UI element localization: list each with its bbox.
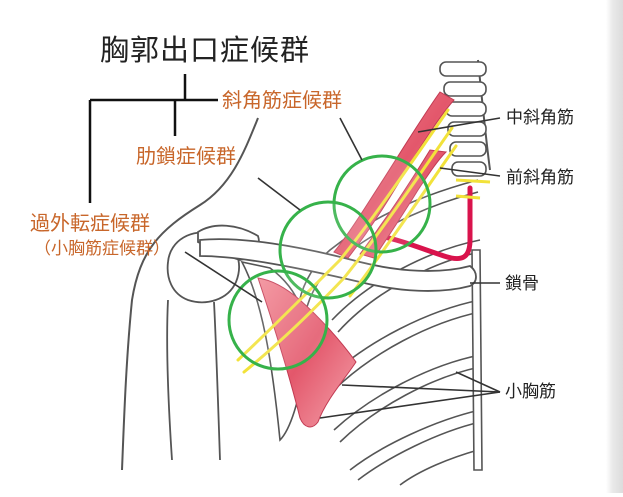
pectoralis-minor-label: 小胸筋 <box>505 382 556 402</box>
title-bracket <box>88 74 218 203</box>
page-title: 胸郭出口症候群 <box>100 33 311 67</box>
costoclavicular-compression-circle <box>278 200 378 300</box>
anterior-scalene-label: 前斜角筋 <box>506 168 574 188</box>
clavicle-bone <box>199 238 477 292</box>
compression-sites <box>227 154 432 371</box>
sternum <box>471 249 483 471</box>
pectoralis-compression-circle <box>227 269 329 371</box>
body-outline <box>121 117 259 471</box>
leader-lines <box>184 117 501 419</box>
page-edge-shadow <box>606 0 623 493</box>
cervical-spine <box>439 61 487 177</box>
clavicle-label: 鎖骨 <box>505 274 539 294</box>
pectoralis-minor-syndrome-label: （小胸筋症候群） <box>34 239 170 259</box>
plexus-roots <box>455 178 491 200</box>
scalene-compression-circle <box>332 154 432 254</box>
scalene-syndrome-label: 斜角筋症候群 <box>222 88 342 112</box>
costoclavicular-syndrome-label: 肋鎖症候群 <box>136 144 236 168</box>
brachial-plexus <box>236 108 458 374</box>
subclavian-artery <box>377 185 473 262</box>
hyperabduction-syndrome-label: 過外転症候群 <box>30 211 150 235</box>
middle-scalene-label: 中斜角筋 <box>506 108 574 128</box>
